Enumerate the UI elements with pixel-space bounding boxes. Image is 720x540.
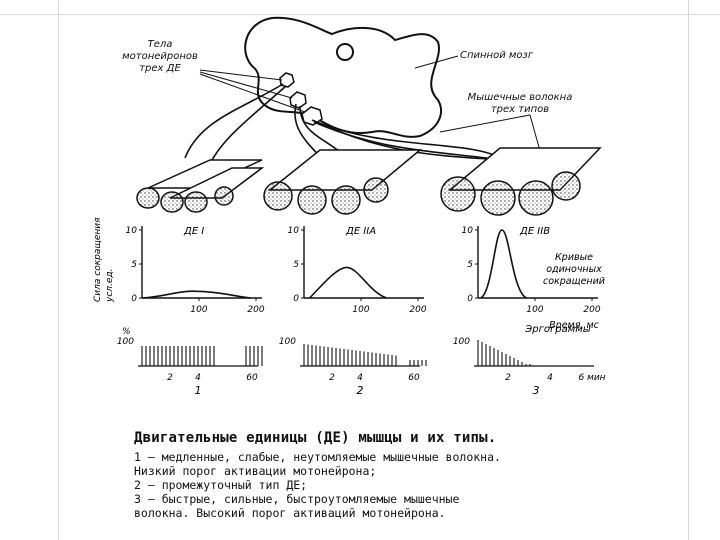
- y-tick-label: 10: [462, 226, 474, 236]
- ergogram-x-tick-label: 2: [505, 373, 511, 383]
- ergogram-x-tick-label: 60: [246, 373, 258, 383]
- panel-label: ДЕ IIB: [519, 226, 550, 237]
- motoneuron-label-line: трех ДЕ: [139, 63, 181, 74]
- panel-label: ДЕ IIA: [345, 226, 376, 237]
- y-tick-label: 5: [467, 260, 473, 270]
- ergogram-100-label: 100: [453, 337, 470, 347]
- slide-grid-line: [58, 0, 59, 540]
- muscle-bundle-1: [136, 159, 265, 213]
- x-tick-label: 200: [409, 305, 426, 315]
- ergogram-100-label: 100: [279, 337, 296, 347]
- ergogram-x-tick-label: 4: [547, 373, 553, 383]
- caption-line: 2 — промежуточный тип ДЕ;: [134, 478, 308, 492]
- y-tick-label: 0: [467, 294, 473, 304]
- panel-label: ДЕ I: [183, 226, 204, 237]
- muscle-label-line: трех типов: [491, 104, 549, 115]
- ergogram-x-tick-label: 6 мин: [578, 373, 605, 383]
- figure-caption: Двигательные единицы (ДЕ) мышцы и их тип…: [134, 430, 674, 520]
- y-axis-label: Сила сокращения: [93, 217, 103, 302]
- spinal-cord-label: Спинной мозг: [460, 50, 534, 61]
- caption-line: волокна. Высокий порог активаций мотоней…: [134, 506, 446, 520]
- curve-caption: сокращений: [543, 276, 605, 287]
- y-tick-label: 0: [293, 294, 299, 304]
- panel-number: 2: [357, 384, 364, 397]
- y-tick-label: 5: [131, 260, 137, 270]
- spinal-cord-drawing: [244, 16, 442, 138]
- y-tick-label: 10: [288, 226, 300, 236]
- caption-line: Низкий порог активации мотонейрона;: [134, 464, 377, 478]
- caption-line: 3 — быстрые, сильные, быстроутомляемые м…: [134, 492, 460, 506]
- ergogram-x-tick-label: 4: [357, 373, 363, 383]
- curve-caption: одиночных: [546, 264, 602, 275]
- panel-number: 1: [195, 384, 202, 397]
- slide-grid-line: [688, 0, 689, 540]
- y-tick-label: 0: [131, 294, 137, 304]
- caption-title: Двигательные единицы (ДЕ) мышцы и их тип…: [134, 430, 497, 446]
- panel-3: 10 5 0 100 200 ДЕ IIB Кривыеодиночныхсокращени…: [453, 226, 606, 397]
- x-tick-label: 200: [583, 305, 600, 315]
- ergogram-x-tick-label: 2: [329, 373, 335, 383]
- ergogram-100-label: 100: [117, 337, 134, 347]
- muscle-label-line: Мышечные волокна: [468, 92, 573, 103]
- ergogram-x-tick-label: 2: [167, 373, 173, 383]
- twitch-curve: [309, 266, 387, 299]
- muscle-bundle-3: [440, 147, 602, 216]
- x-tick-label: 200: [247, 305, 264, 315]
- y-tick-label: 5: [293, 260, 299, 270]
- x-tick-label: 100: [526, 305, 543, 315]
- ergogram-x-tick-label: 4: [195, 373, 201, 383]
- motoneuron-label-line: Тела: [148, 39, 173, 50]
- x-tick-label: 100: [352, 305, 369, 315]
- ergogram-x-tick-label: 60: [408, 373, 420, 383]
- curve-caption: Кривые: [555, 252, 593, 263]
- muscle-bundle-2: [263, 149, 423, 215]
- y-axis-label: усл.ед.: [105, 268, 115, 303]
- y-tick-label: 10: [126, 226, 138, 236]
- ergogram-caption: Эргограммы: [524, 324, 591, 335]
- panel-number: 3: [533, 384, 540, 397]
- x-tick-label: 100: [190, 305, 207, 315]
- motoneuron-label-line: мотонейронов: [122, 51, 198, 62]
- slide-grid-line: [0, 14, 720, 15]
- ergogram-percent-label: %: [122, 327, 131, 337]
- time-label: Время, мс: [549, 320, 599, 331]
- caption-line: 1 — медленные, слабые, неутомляемые мыше…: [134, 450, 501, 464]
- twitch-curve: [141, 290, 251, 299]
- twitch-curve: [480, 229, 527, 299]
